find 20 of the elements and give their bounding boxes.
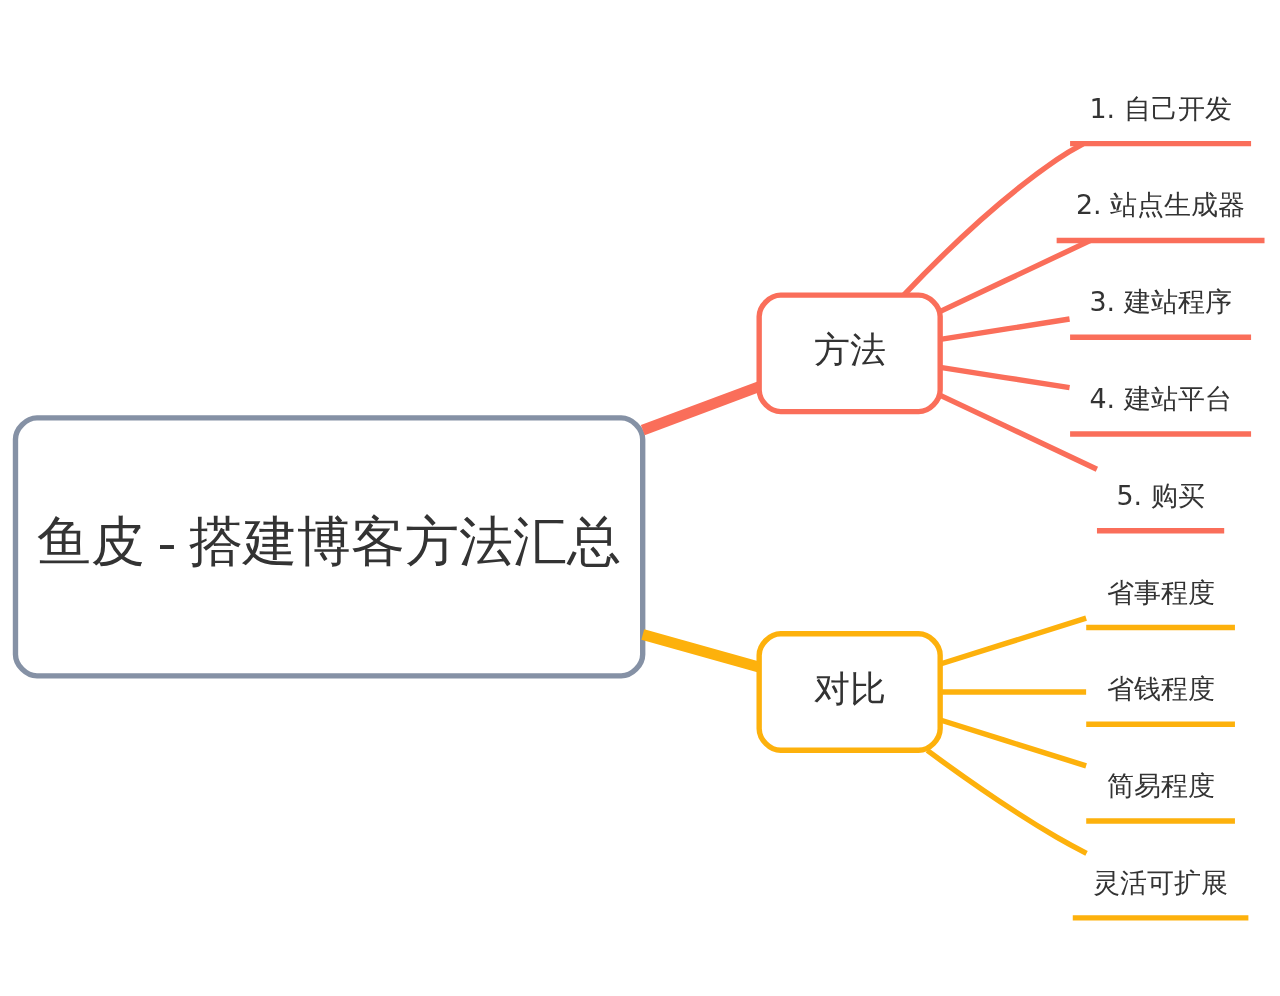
- connector: [939, 364, 1070, 390]
- node-box: 方法: [756, 291, 943, 414]
- connector: [939, 315, 1070, 342]
- node-text: 省钱程度: [1106, 672, 1215, 704]
- node-box: 鱼皮 - 搭建博客方法汇总: [12, 414, 646, 679]
- node-text: 5. 购买: [1116, 479, 1205, 511]
- node-text: 4. 建站平台: [1089, 382, 1232, 414]
- node-box: 对比: [756, 630, 943, 753]
- connector: [939, 392, 1099, 472]
- connector: [939, 237, 1092, 314]
- connector: [939, 716, 1087, 768]
- connector: [940, 688, 1087, 695]
- connector: [939, 615, 1087, 667]
- node-text: 3. 建站程序: [1089, 285, 1232, 317]
- node-text: 省事程度: [1106, 576, 1215, 608]
- connector: [925, 747, 1088, 856]
- node-text: 简易程度: [1106, 769, 1215, 801]
- node-text: 1. 自己开发: [1089, 92, 1232, 124]
- node-text: 2. 站点生成器: [1075, 188, 1246, 220]
- node-text: 灵活可扩展: [1093, 866, 1229, 898]
